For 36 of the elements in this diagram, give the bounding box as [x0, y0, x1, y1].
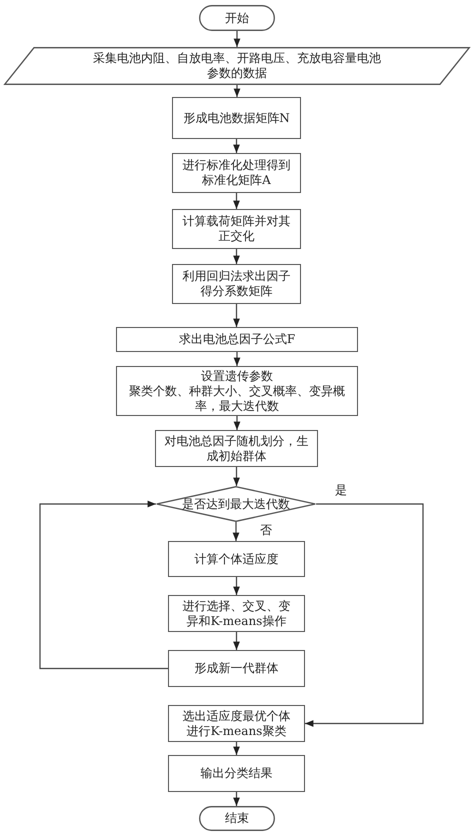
box-text: 聚类个数、种群大小、交叉概率、变异概率，最大迭代数	[128, 384, 346, 414]
arrow	[305, 503, 424, 727]
box-heading: 设置遗传参数	[201, 368, 273, 384]
process-box: 输出分类结果	[168, 755, 305, 792]
process-box: 选出适应度最优个体进行K-means聚类	[168, 705, 305, 742]
arrow	[233, 742, 240, 755]
arrow	[39, 500, 168, 670]
process-box: 进行标准化处理得到标准化矩阵A	[172, 153, 301, 193]
arrow	[234, 352, 240, 366]
arrow	[233, 139, 240, 153]
process-box: 利用回归法求出因子得分系数矩阵	[172, 264, 301, 304]
arrow	[234, 416, 240, 430]
arrow	[233, 193, 240, 209]
process-box	[116, 366, 358, 416]
terminator-box: 开始	[199, 5, 275, 31]
edge-label: 否	[258, 523, 274, 537]
process-box: 形成电池数据矩阵N	[172, 97, 301, 139]
terminator-box: 结束	[199, 806, 275, 831]
process-box: 计算载荷矩阵并对其正交化	[172, 209, 301, 249]
process-box: 对电池总因子随机划分，生成初始群体	[155, 430, 318, 467]
process-box: 进行选择、交叉、变异和K-means操作	[168, 595, 305, 632]
arrow	[232, 522, 240, 541]
arrow	[234, 85, 240, 97]
decision-diamond: 是否达到最大迭代数	[156, 486, 316, 522]
input-parallelogram: 采集电池内阻、自放电率、开路电压、充放电容量电池参数的数据	[4, 47, 470, 85]
arrow	[233, 577, 240, 595]
process-box: 求出电池总因子公式F	[116, 327, 358, 352]
arrow	[234, 31, 240, 47]
edge-label: 是	[333, 483, 349, 497]
process-box: 计算个体适应度	[168, 541, 305, 577]
arrow	[233, 792, 240, 806]
arrow	[233, 632, 240, 650]
process-box: 形成新一代群体	[168, 650, 305, 687]
arrow	[233, 304, 240, 327]
arrow	[233, 249, 240, 264]
arrow	[233, 467, 240, 486]
